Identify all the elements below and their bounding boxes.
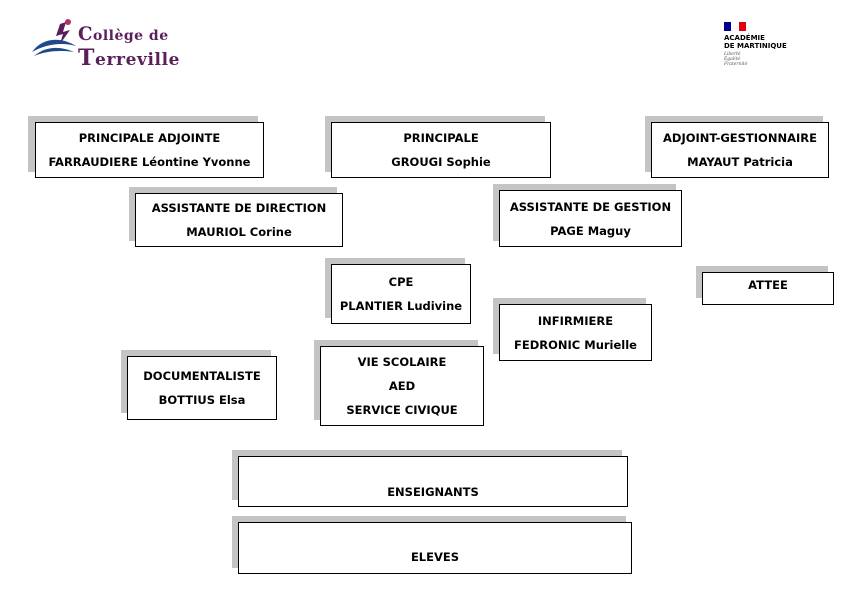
box-role: INFIRMIERE	[537, 313, 614, 328]
academy-badge: ACADÉMIE DE MARTINIQUE Liberté Égalité F…	[724, 22, 814, 67]
box-assistante-gestion: ASSISTANTE DE GESTION PAGE Maguy	[499, 190, 682, 247]
academy-line-2: DE MARTINIQUE	[724, 42, 787, 50]
box-person: FEDRONIC Murielle	[514, 337, 637, 352]
box-eleves: ELEVES	[238, 522, 632, 574]
box-role: ADJOINT-GESTIONNAIRE	[663, 131, 817, 145]
box-role: PRINCIPALE ADJOINTE	[78, 131, 221, 145]
box-assistante-direction: ASSISTANTE DE DIRECTION MAURIOL Corine	[135, 193, 343, 247]
box-adjoint-gestionnaire: ADJOINT-GESTIONNAIRE MAYAUT Patricia	[651, 122, 829, 178]
box-role: ASSISTANTE DE DIRECTION	[151, 201, 327, 215]
box-principale-adjointe: PRINCIPALE ADJOINTE FARRAUDIERE Léontine…	[35, 122, 264, 178]
box-role: ENSEIGNANTS	[387, 485, 479, 499]
box-attee: ATTEE	[702, 272, 834, 305]
box-person: MAYAUT Patricia	[687, 155, 793, 169]
box-role: ASSISTANTE DE GESTION	[509, 199, 672, 214]
box-principale: PRINCIPALE GROUGI Sophie	[331, 122, 551, 178]
box-vie-scolaire: VIE SCOLAIRE AED SERVICE CIVIQUE	[320, 346, 484, 426]
box-service-civique: SERVICE CIVIQUE	[346, 403, 458, 417]
academy-line-1: ACADÉMIE	[724, 34, 765, 42]
box-person: PLANTIER Ludivine	[339, 299, 463, 313]
motto-3: Fraternité	[724, 62, 748, 67]
box-person: FARRAUDIERE Léontine Yvonne	[48, 155, 251, 169]
box-role: ATTEE	[748, 278, 788, 292]
french-flag-icon	[724, 22, 746, 31]
logo-emblem-icon	[32, 19, 76, 56]
college-logo: Collège de Terreville	[30, 18, 220, 72]
box-person: PAGE Maguy	[550, 223, 631, 238]
box-cpe: CPE PLANTIER Ludivine	[331, 264, 471, 324]
motto-2: Égalité	[724, 57, 741, 62]
box-role: ELEVES	[410, 550, 460, 564]
motto-1: Liberté	[724, 52, 741, 57]
box-role: DOCUMENTALISTE	[143, 369, 261, 383]
logo-line-1: Collège de	[78, 24, 169, 45]
box-documentaliste: DOCUMENTALISTE BOTTIUS Elsa	[127, 356, 277, 420]
box-role: CPE	[388, 275, 414, 289]
logo-line-2: Terreville	[78, 45, 181, 72]
box-person: BOTTIUS Elsa	[158, 393, 246, 407]
box-infirmiere: INFIRMIERE FEDRONIC Murielle	[499, 304, 652, 361]
box-person: MAURIOL Corine	[186, 225, 292, 239]
box-person: GROUGI Sophie	[391, 155, 491, 169]
box-role: VIE SCOLAIRE	[357, 355, 447, 369]
box-role: PRINCIPALE	[403, 131, 479, 145]
box-aed: AED	[388, 379, 416, 393]
box-enseignants: ENSEIGNANTS	[238, 456, 628, 507]
